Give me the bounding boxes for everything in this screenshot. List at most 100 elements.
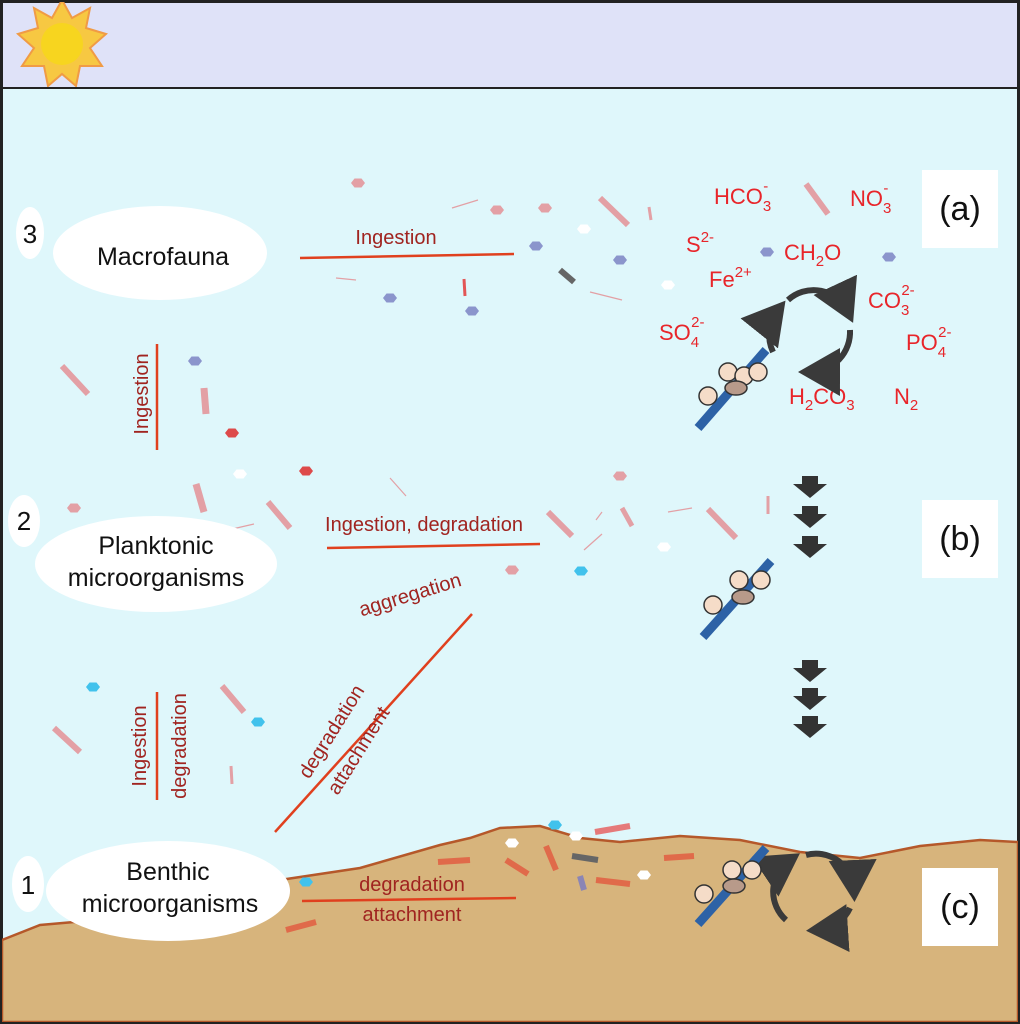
process-benthic-degradation-attachment: degradation attachment — [301, 874, 517, 926]
down-arrow-icon — [793, 476, 827, 498]
organic-particle — [574, 566, 588, 576]
svg-text:Ingestion, degradation: Ingestion, degradation — [325, 514, 523, 536]
panel-a-label: (a) — [922, 170, 998, 248]
organic-particle — [383, 293, 397, 303]
level-2-planktonic: 2 Planktonic microorganisms — [8, 495, 277, 612]
organic-particle — [637, 870, 651, 880]
level-3-label: Macrofauna — [97, 243, 229, 271]
detritus-fragment — [59, 363, 91, 397]
organic-particle — [351, 178, 365, 188]
level-3-macrofauna: 3 Macrofauna — [16, 206, 267, 300]
level-2-label-line2: microorganisms — [68, 564, 244, 592]
chemistry-labels: HCO3- NO3- S2- CH2O Fe2+ CO32- SO42- PO4… — [659, 178, 951, 414]
level-2-label-line1: Planktonic — [98, 532, 213, 560]
detritus-fragment — [663, 853, 695, 861]
detritus-fragment — [595, 877, 631, 887]
chem-po4: PO42- — [906, 324, 951, 361]
svg-text:Ingestion: Ingestion — [355, 227, 436, 249]
down-arrow-icon — [793, 506, 827, 528]
organic-particle — [251, 717, 265, 727]
detritus-fragment — [200, 387, 210, 415]
organic-particle — [505, 565, 519, 575]
organic-particle — [225, 428, 239, 438]
particle-cluster-b — [699, 557, 775, 641]
sinking-arrows — [793, 476, 827, 738]
organic-particle — [882, 252, 896, 262]
organic-particle — [490, 205, 504, 215]
chem-n2: N2 — [894, 384, 918, 414]
chem-so4: SO42- — [659, 314, 704, 351]
process-vertical-ingestion-degradation-bottom: Ingestion degradation — [129, 692, 191, 800]
level-1-number: 1 — [21, 870, 35, 900]
detritus-fragment — [545, 509, 575, 539]
detritus-fragment — [543, 844, 559, 872]
process-plankton-ingestion-degradation: Ingestion, degradation — [325, 514, 541, 550]
svg-text:degradation: degradation — [169, 693, 191, 799]
organic-particle — [569, 831, 583, 841]
down-arrow-icon — [793, 660, 827, 682]
recycle-arrows-icon — [751, 850, 877, 952]
chem-s2: S2- — [686, 229, 714, 257]
chem-no3: NO3- — [850, 180, 891, 217]
organic-particle — [577, 224, 591, 234]
svg-text:(a): (a) — [939, 190, 981, 228]
organic-particles — [51, 178, 896, 933]
level-3-number: 3 — [23, 219, 37, 249]
panel-c-label: (c) — [922, 868, 998, 946]
detritus-fragment — [619, 506, 635, 528]
level-1-label-line2: microorganisms — [82, 890, 258, 918]
detritus-fragment — [558, 267, 576, 285]
svg-text:Ingestion: Ingestion — [131, 353, 153, 434]
particle-cluster-a — [694, 347, 770, 431]
detritus-fragment — [219, 684, 247, 714]
organic-particle — [657, 542, 671, 552]
svg-text:attachment: attachment — [363, 904, 462, 926]
organic-particle — [548, 820, 562, 830]
detritus-fragment — [265, 500, 293, 530]
detritus-fiber — [335, 277, 357, 281]
organic-particle — [760, 247, 774, 257]
organic-particle — [67, 503, 81, 513]
down-arrow-icon — [793, 716, 827, 738]
detritus-fiber — [667, 507, 693, 513]
particle-cluster-c — [694, 844, 770, 928]
detritus-fragment — [647, 206, 653, 221]
organic-particle — [299, 466, 313, 476]
panel-b-label: (b) — [922, 500, 998, 578]
process-macro-ingestion: Ingestion — [299, 227, 515, 260]
detritus-fragment — [803, 182, 831, 216]
detritus-fragment — [705, 506, 739, 541]
organic-particle — [529, 241, 543, 251]
detritus-fragment — [437, 857, 471, 865]
detritus-fiber — [451, 199, 479, 209]
sun-icon — [15, 0, 109, 88]
chem-ch2o: CH2O — [784, 240, 841, 270]
detritus-fragment — [597, 195, 631, 228]
detritus-fragment — [594, 823, 631, 835]
svg-text:Ingestion: Ingestion — [129, 705, 151, 786]
detritus-fragment — [462, 278, 467, 297]
process-vertical-ingestion-top: Ingestion — [131, 344, 159, 450]
detritus-fiber — [595, 511, 603, 521]
organic-particle — [538, 203, 552, 213]
level-1-label-line1: Benthic — [126, 858, 209, 886]
level-1-benthic: 1 Benthic microorganisms — [12, 841, 290, 941]
detritus-fiber — [583, 533, 603, 551]
detritus-fragment — [285, 919, 317, 933]
svg-text:degradation: degradation — [359, 874, 465, 896]
chem-hco3: HCO3- — [714, 178, 771, 215]
organic-particle — [299, 877, 313, 887]
organic-particle — [86, 682, 100, 692]
detritus-fiber — [589, 291, 623, 301]
chem-co3: CO32- — [868, 282, 915, 319]
detritus-fragment — [571, 853, 599, 863]
organic-particle — [505, 838, 519, 848]
chem-fe2: Fe2+ — [709, 264, 752, 292]
recycle-arrows-icon — [740, 274, 857, 397]
level-2-number: 2 — [17, 506, 31, 536]
detritus-fragment — [51, 725, 83, 755]
svg-text:(c): (c) — [940, 888, 980, 926]
detritus-fragment — [229, 765, 234, 785]
organic-particle — [233, 469, 247, 479]
